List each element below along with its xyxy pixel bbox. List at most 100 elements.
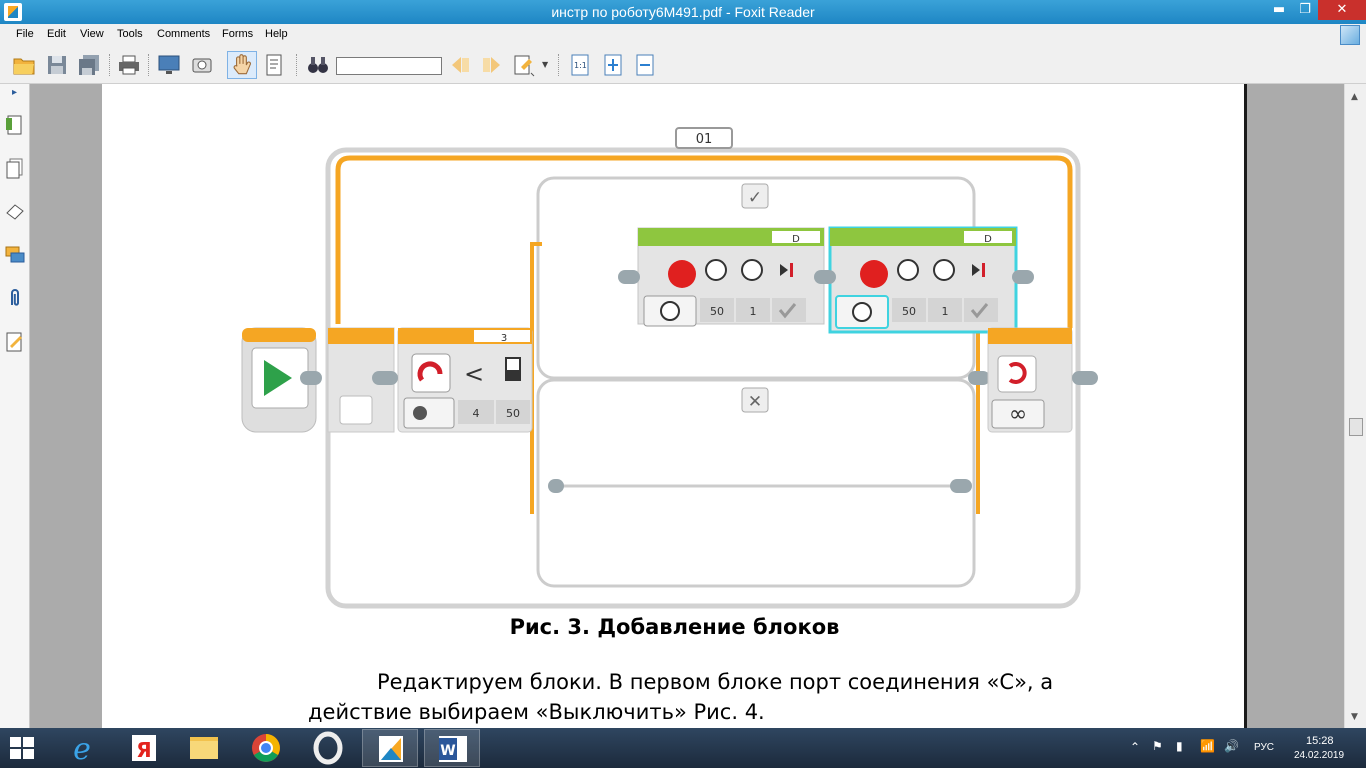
threshold-field: [458, 400, 494, 424]
menu-edit[interactable]: Edit: [47, 28, 66, 40]
sensor-type-button: [403, 397, 455, 429]
switch-port-box: [474, 330, 530, 342]
scroll-up-icon[interactable]: ▲: [1351, 92, 1358, 102]
show-hidden-icons-icon[interactable]: ⌃: [1130, 740, 1141, 754]
brake-icon: [780, 264, 788, 276]
actual-size-icon[interactable]: 1:1: [568, 53, 592, 77]
input-language[interactable]: РУС: [1254, 742, 1275, 753]
save-all-icon[interactable]: [77, 53, 101, 77]
hand-tool-icon: [233, 54, 251, 75]
rotations-mode-icon: [852, 302, 872, 322]
scroll-thumb[interactable]: [1349, 418, 1363, 436]
navigation-panel: ▸: [0, 84, 30, 728]
menu-help[interactable]: Help: [265, 28, 288, 40]
internet-explorer-icon[interactable]: e: [54, 729, 110, 767]
loop-start-slot: [339, 395, 373, 425]
brake-icon: [972, 264, 980, 276]
restore-view-icon[interactable]: [1340, 25, 1360, 45]
play-icon: [264, 360, 292, 396]
power-field: [700, 298, 734, 322]
menu-view[interactable]: View: [80, 28, 104, 40]
ev3-program-figure: 01 ✓ ✕ 3: [241, 127, 1098, 609]
opera-icon[interactable]: [300, 729, 356, 767]
layers-icon[interactable]: [5, 201, 25, 223]
highlight-icon[interactable]: [512, 53, 536, 77]
loop-end-header: [988, 328, 1072, 344]
print-icon[interactable]: [117, 53, 141, 77]
taskbar: e Я W ⌃ ⚑ ▮ 📶 🔊 РУС 15:28 24.02.2019: [0, 728, 1366, 768]
svg-text:W: W: [440, 743, 455, 759]
motor-2-rotations: 1: [942, 305, 949, 318]
threshold-value: 4: [473, 407, 480, 420]
bookmarks-icon[interactable]: [5, 114, 25, 136]
close-button[interactable]: ✕: [1318, 0, 1366, 20]
yandex-browser-icon[interactable]: Я: [116, 729, 172, 767]
pdf-page: 01 ✓ ✕ 3: [102, 84, 1247, 728]
document-view[interactable]: 01 ✓ ✕ 3: [30, 84, 1344, 728]
panel-toggle-icon[interactable]: ▸: [12, 87, 18, 98]
sequence-plug: [300, 371, 322, 385]
signatures-icon[interactable]: [5, 331, 25, 353]
switch-true-tab: [741, 183, 769, 209]
sequence-plug: [372, 371, 398, 385]
battery-icon[interactable]: ▮: [1176, 739, 1183, 753]
rotations-field: [928, 298, 962, 322]
start-icon[interactable]: [10, 737, 34, 759]
foxit-app-icon[interactable]: [4, 3, 22, 21]
fit-width-icon[interactable]: [633, 53, 657, 77]
file-explorer-icon[interactable]: [176, 729, 232, 767]
compare-value-field: [496, 400, 530, 424]
attachments-icon[interactable]: [5, 287, 25, 309]
next-result-icon[interactable]: [480, 53, 504, 77]
prev-result-icon[interactable]: [448, 53, 472, 77]
loop-arrow-icon: [1008, 362, 1027, 384]
sensor-type-icon: [413, 406, 427, 420]
select-text-icon[interactable]: [263, 53, 287, 77]
chevron-down-icon[interactable]: ▼: [542, 60, 549, 69]
sequence-plug: [1012, 270, 1034, 284]
comments-icon[interactable]: [5, 244, 25, 266]
action-center-flag-icon[interactable]: ⚑: [1152, 739, 1163, 753]
word-icon[interactable]: W: [424, 729, 480, 767]
find-binoculars-icon[interactable]: [306, 53, 330, 77]
toolbar-separator: [148, 54, 149, 76]
toolbar-separator: [109, 54, 110, 76]
find-input[interactable]: [336, 57, 442, 75]
menu-tools[interactable]: Tools: [117, 28, 143, 40]
foxit-reader-icon[interactable]: [362, 729, 418, 767]
compare-value: 50: [506, 407, 520, 420]
figure-caption: Рис. 3. Добавление блоков: [509, 615, 840, 639]
clock-time[interactable]: 15:28: [1306, 735, 1334, 747]
switch-port-label: 3: [501, 333, 507, 344]
hand-tool-button[interactable]: [227, 51, 257, 79]
scroll-down-icon[interactable]: ▼: [1351, 712, 1358, 722]
menu-bar: File Edit View Tools Comments Forms Help: [0, 24, 1366, 46]
clock-date[interactable]: 24.02.2019: [1294, 750, 1345, 761]
menu-comments[interactable]: Comments: [157, 28, 211, 40]
save-icon[interactable]: [45, 53, 69, 77]
window-title: инстр по роботу6М491.pdf - Foxit Reader: [551, 4, 815, 20]
loop-count-button: [991, 399, 1045, 429]
fullscreen-icon[interactable]: [157, 53, 181, 77]
snapshot-icon[interactable]: [190, 53, 214, 77]
vertical-scrollbar[interactable]: ▲ ▼: [1344, 84, 1366, 728]
maximize-button[interactable]: ❐: [1299, 2, 1311, 17]
rotations-field: [736, 298, 770, 322]
motor-icon: [860, 260, 888, 288]
menu-file[interactable]: File: [16, 28, 34, 40]
motor-icon: [668, 260, 696, 288]
open-icon[interactable]: [12, 53, 36, 77]
switch-true-label: ✓: [748, 188, 762, 208]
chrome-icon[interactable]: [238, 729, 294, 767]
network-icon[interactable]: 📶: [1200, 739, 1215, 753]
fit-page-icon[interactable]: [601, 53, 625, 77]
title-bar: инстр по роботу6М491.pdf - Foxit Reader …: [0, 0, 1366, 24]
rotate-sensor-icon: [417, 361, 443, 382]
motor-port-box: [964, 231, 1012, 243]
volume-icon[interactable]: 🔊: [1224, 739, 1239, 753]
menu-forms[interactable]: Forms: [222, 28, 254, 40]
loop-counter-label: 01: [696, 132, 713, 147]
pages-icon[interactable]: [5, 158, 25, 180]
sequence-plug: [618, 270, 640, 284]
minimize-button[interactable]: ▬: [1272, 2, 1286, 17]
